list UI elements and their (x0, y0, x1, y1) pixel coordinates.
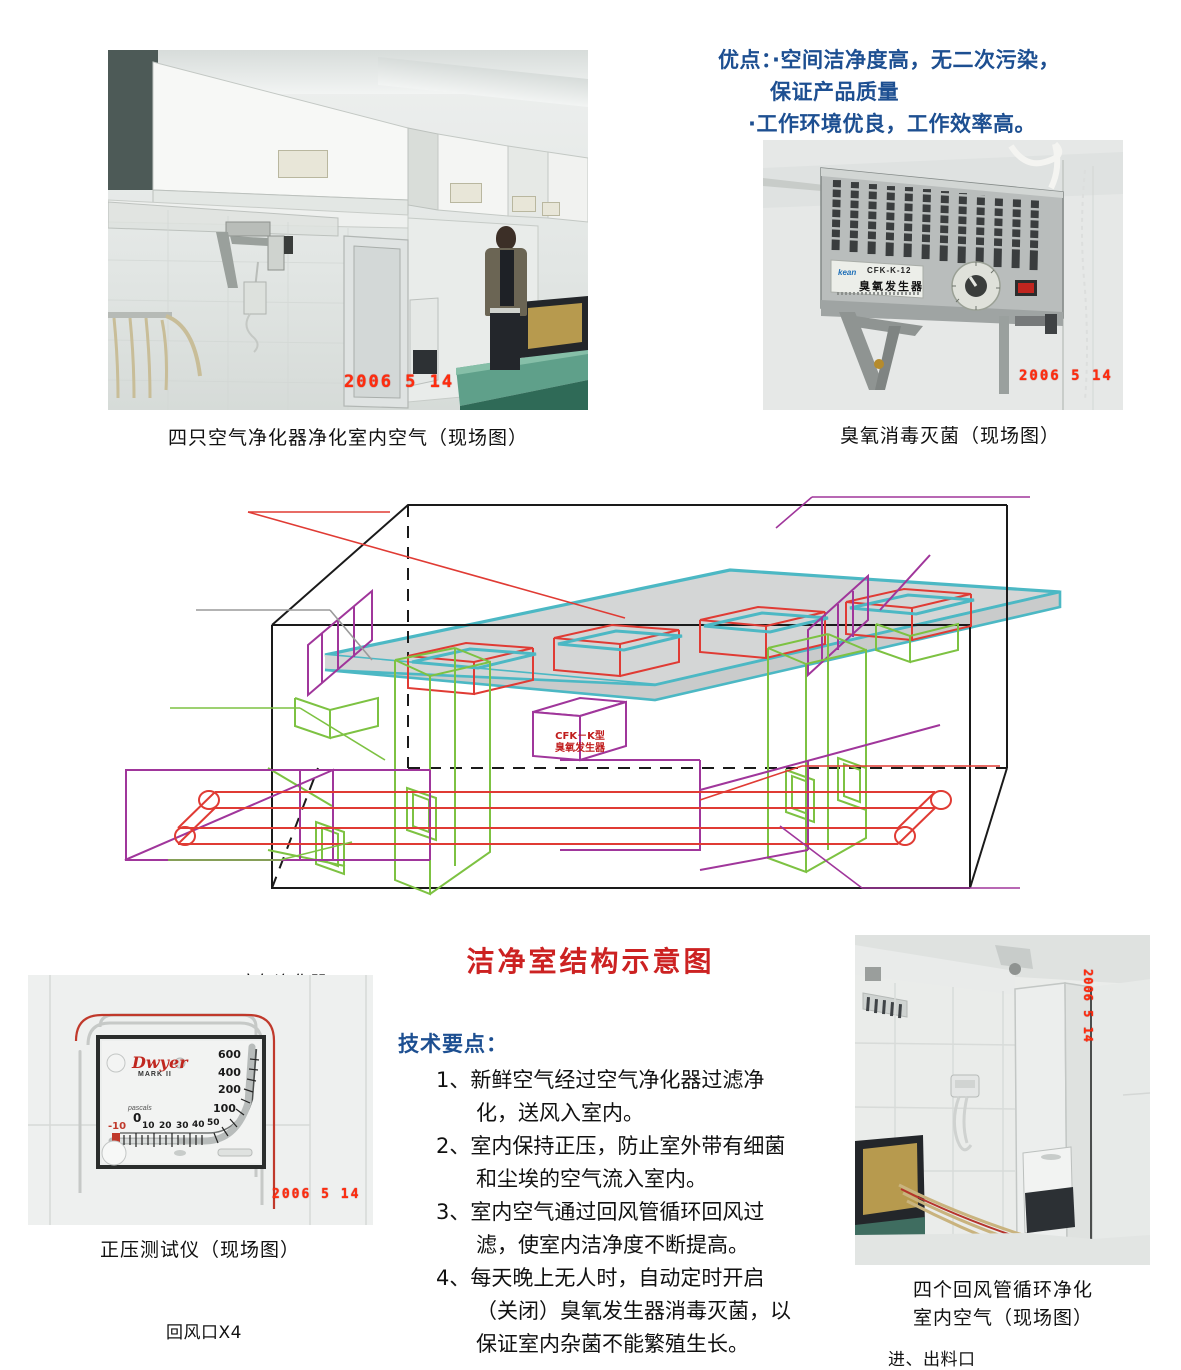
photo-cleanroom-caption: 四只空气净化器净化室内空气（现场图） (167, 427, 528, 449)
technical-point-3: 3、室内空气通过回风管循环回风过滤，使室内洁净度不断提高。 (436, 1200, 765, 1257)
advantages-line-3: ·工作环境优良，工作效率高。 (748, 112, 1036, 136)
leader-return-duct (170, 707, 386, 761)
ozone-box-line-1: CFK－K型 (555, 731, 605, 742)
equipment-plate (278, 150, 328, 178)
manometer-tick--10: -10 (108, 1121, 127, 1132)
manometer-tick-40: 40 (192, 1120, 205, 1130)
leader-return-vent (168, 841, 353, 861)
manometer-tick-20: 20 (159, 1121, 172, 1131)
equipment-plate-2 (450, 183, 482, 203)
hidden-edges (407, 505, 1007, 769)
ozone-nameplate-title: 臭氧发生器 (859, 281, 924, 293)
photo-cleanroom-datestamp: 2006 5 14 (344, 372, 455, 392)
manometer-tick-30: 30 (176, 1121, 189, 1131)
manometer-tick-10: 10 (142, 1121, 155, 1131)
return-air-vents (315, 756, 867, 876)
technical-point-1: 1、新鲜空气经过空气净化器过滤净化，送风入室内。 (436, 1068, 765, 1125)
corner-shadow (108, 50, 158, 190)
air-purifier-units (407, 587, 972, 696)
leader-ceiling (196, 609, 373, 661)
leader-conveyor (699, 765, 1000, 801)
ozone-scene-svg (763, 140, 1123, 410)
photo-ozone-generator: kean CFK-K-12 臭氧发生器 2006 5 14 (763, 140, 1123, 410)
photo-cleanroom: 2006 5 14 (108, 50, 588, 410)
leader-fresh-air (775, 496, 1030, 529)
leader-purifier (247, 511, 626, 619)
manometer-tick-600: 600 (218, 1048, 241, 1061)
photo-return-air: 2006 5 14 (855, 935, 1150, 1265)
manometer-brand: Dwyer (132, 1053, 188, 1072)
advantages-block: 优点：·空间洁净度高，无二次污染， 保证产品质量 ·工作环境优良，工作效率高。 (718, 44, 1118, 140)
photo-return-air-caption-line-2: 室内空气（现场图） (912, 1307, 1093, 1329)
photo-return-air-caption-line-1: 四个回风管循环净化 (912, 1279, 1093, 1301)
diagram-ozone-box-label: CFK－K型 臭氧发生器 (536, 731, 624, 755)
technical-point-2: 2、室内保持正压，防止室外带有细菌和尘埃的空气流入室内。 (436, 1134, 786, 1191)
technical-list: 1、新鲜空气经过空气净化器过滤净化，送风入室内。 2、室内保持正压，防止室外带有… (398, 1064, 798, 1361)
equipment-plate-3 (512, 196, 536, 212)
photo-ozone-caption: 臭氧消毒灭菌（现场图） (839, 425, 1060, 447)
fresh-air-vent-left (307, 588, 373, 698)
return-air-ducts (294, 622, 959, 896)
leader-material-port (779, 825, 1020, 889)
advantages-text-1: ·空间洁净度高，无二次污染， (772, 48, 1060, 72)
manometer-tick-50: 50 (207, 1118, 220, 1128)
advantages-line-1: 优点：·空间洁净度高，无二次污染， (718, 44, 1118, 76)
return-air-scene-svg (855, 935, 1150, 1265)
manometer-model: MARK II (138, 1071, 172, 1078)
technical-heading: 技术要点： (398, 1032, 508, 1056)
ozone-box-line-2: 臭氧发生器 (555, 743, 605, 754)
conveyor-belt (174, 790, 952, 846)
diagram-title: 洁净室结构示意图 (466, 945, 715, 978)
photo-ozone-datestamp: 2006 5 14 (1019, 368, 1113, 384)
manometer-scene-svg (28, 975, 373, 1225)
manometer-tick-0: 0 (133, 1111, 142, 1125)
ozone-generator-box (532, 696, 627, 762)
person-legs (490, 312, 520, 370)
material-port-right (699, 724, 941, 871)
manometer-tick-200: 200 (218, 1083, 241, 1096)
label-material-port: 进、出料口 (888, 1350, 976, 1370)
ozone-nameplate-fine (837, 292, 921, 295)
manometer-tick-400: 400 (218, 1066, 241, 1079)
diagram-svg (124, 496, 1062, 896)
person-shirt (500, 250, 514, 306)
person-belt (490, 308, 520, 313)
manometer-unit: pascals (128, 1105, 152, 1112)
equipment-plate-4 (542, 202, 560, 216)
cleanroom-structure-diagram: 空气净化器X4 新风口X2 天花板 回风管X4 回风口X4 传送带 进、出料口 (0, 470, 1181, 1370)
photo-return-air-datestamp: 2006 5 14 (1081, 969, 1095, 1044)
photo-manometer-caption: 正压测试仪（现场图） (99, 1239, 300, 1261)
photo-manometer: Dwyer MARK II pascals -10 0 10 20 30 40 … (28, 975, 373, 1225)
label-return-vent: 回风口X4 (166, 1323, 242, 1343)
ozone-nameplate-brand: kean (838, 268, 857, 277)
technical-points: 技术要点： 1、新鲜空气经过空气净化器过滤净化，送风入室内。 2、室内保持正压，… (398, 1028, 798, 1361)
manometer-tick-100: 100 (213, 1102, 236, 1115)
photo-return-air-caption: 四个回风管循环净化 室内空气（现场图） (850, 1276, 1156, 1332)
photo-manometer-datestamp: 2006 5 14 (272, 1187, 361, 1202)
ozone-nameplate-model: CFK-K-12 (867, 266, 912, 275)
ceiling-slab (325, 570, 1060, 685)
advantages-line-2: 保证产品质量 (770, 80, 899, 104)
fresh-air-vent-right (807, 573, 869, 678)
advantages-prefix: 优点： (718, 48, 772, 72)
person-head (496, 226, 516, 250)
photo-cleanroom-scene (108, 50, 588, 410)
duct-perspective-svg (108, 61, 588, 410)
technical-point-4: 4、每天晚上无人时，自动定时开启（关闭）臭氧发生器消毒灭菌，以保证室内杂菌不能繁… (436, 1266, 791, 1356)
